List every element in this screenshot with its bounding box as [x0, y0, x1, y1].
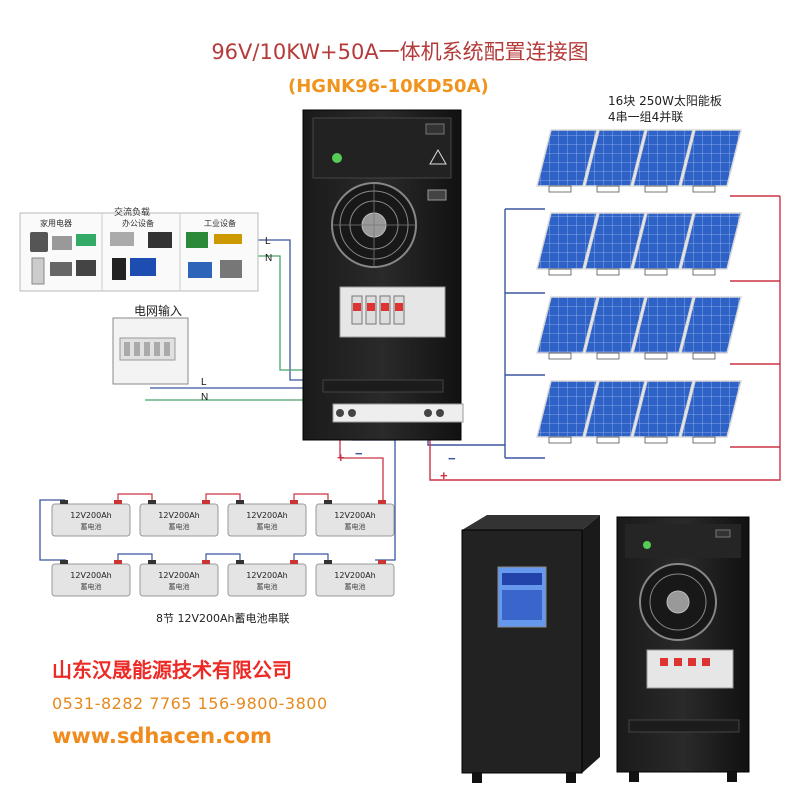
solar-panel	[584, 380, 646, 438]
solar-panel	[584, 212, 646, 270]
solar-panel	[584, 296, 646, 354]
solar-panel	[680, 212, 742, 270]
grid-input-label: 电网输入	[134, 304, 183, 318]
inverter-cabinet-main	[302, 109, 464, 441]
solar-panel	[536, 129, 598, 187]
battery-negative-mark: −	[355, 446, 363, 461]
battery-sublabel: 蓄电池	[81, 522, 102, 531]
solar-caption-count: 16块 250W太阳能板	[608, 94, 722, 108]
solar-panel	[632, 296, 694, 354]
solar-positive-mark: +	[440, 468, 448, 483]
battery-unit: 12V200Ah 蓄电池	[227, 500, 307, 537]
solar-panel	[680, 129, 742, 187]
battery-sublabel: 蓄电池	[257, 522, 278, 531]
company-phones: 0531-8282 7765 156-9800-3800	[52, 694, 328, 713]
solar-panel	[632, 212, 694, 270]
ac-load-category-home: 家用电器	[40, 219, 72, 228]
battery-sublabel: 蓄电池	[169, 522, 190, 531]
solar-caption-config: 4串一组4并联	[608, 110, 684, 124]
ac-load-title: 交流负载	[114, 208, 151, 218]
battery-label: 12V200Ah	[246, 571, 287, 580]
battery-bank: 12V200Ah蓄电池12V200Ah蓄电池12V200Ah蓄电池12V200A…	[51, 493, 395, 597]
battery-sublabel: 蓄电池	[345, 522, 366, 531]
battery-label: 12V200Ah	[334, 571, 375, 580]
solar-panel	[632, 129, 694, 187]
load-live-label: L	[265, 236, 271, 247]
battery-unit: 12V200Ah 蓄电池	[315, 500, 395, 537]
grid-distribution-box	[112, 317, 189, 385]
solar-panel	[536, 380, 598, 438]
battery-label: 12V200Ah	[158, 571, 199, 580]
battery-unit: 12V200Ah 蓄电池	[227, 560, 307, 597]
battery-unit: 12V200Ah 蓄电池	[139, 500, 219, 537]
diagram-title: 96V/10KW+50A一体机系统配置连接图	[211, 40, 589, 64]
battery-positive-mark: +	[337, 450, 345, 465]
battery-label: 12V200Ah	[158, 511, 199, 520]
grid-neutral-label: N	[201, 392, 209, 403]
solar-array	[536, 129, 742, 444]
battery-caption: 8节 12V200Ah蓄电池串联	[156, 612, 290, 625]
ac-load-box	[19, 212, 259, 292]
solar-panel	[632, 380, 694, 438]
battery-sublabel: 蓄电池	[257, 582, 278, 591]
solar-panel	[680, 296, 742, 354]
inverter-side-view	[616, 516, 750, 782]
company-name: 山东汉晟能源技术有限公司	[52, 658, 292, 682]
battery-label: 12V200Ah	[334, 511, 375, 520]
battery-label: 12V200Ah	[70, 571, 111, 580]
solar-panel	[536, 296, 598, 354]
ac-load-category-industrial: 工业设备	[204, 219, 236, 228]
grid-live-label: L	[201, 377, 207, 388]
model-number: (HGNK96-10KD50A)	[288, 76, 489, 97]
company-website: www.sdhacen.com	[52, 724, 272, 748]
ac-load-category-office: 办公设备	[122, 219, 154, 228]
solar-negative-mark: −	[448, 451, 456, 466]
battery-unit: 12V200Ah 蓄电池	[51, 560, 131, 597]
battery-unit: 12V200Ah 蓄电池	[51, 500, 131, 537]
inverter-front-view	[461, 515, 600, 783]
battery-label: 12V200Ah	[246, 511, 287, 520]
battery-sublabel: 蓄电池	[169, 582, 190, 591]
battery-sublabel: 蓄电池	[345, 582, 366, 591]
solar-panel	[536, 212, 598, 270]
load-neutral-label: N	[265, 253, 273, 264]
battery-label: 12V200Ah	[70, 511, 111, 520]
battery-unit: 12V200Ah 蓄电池	[139, 560, 219, 597]
solar-positive-bus	[429, 196, 781, 481]
battery-sublabel: 蓄电池	[81, 582, 102, 591]
battery-unit: 12V200Ah 蓄电池	[315, 560, 395, 597]
solar-panel	[680, 380, 742, 438]
solar-panel	[584, 129, 646, 187]
